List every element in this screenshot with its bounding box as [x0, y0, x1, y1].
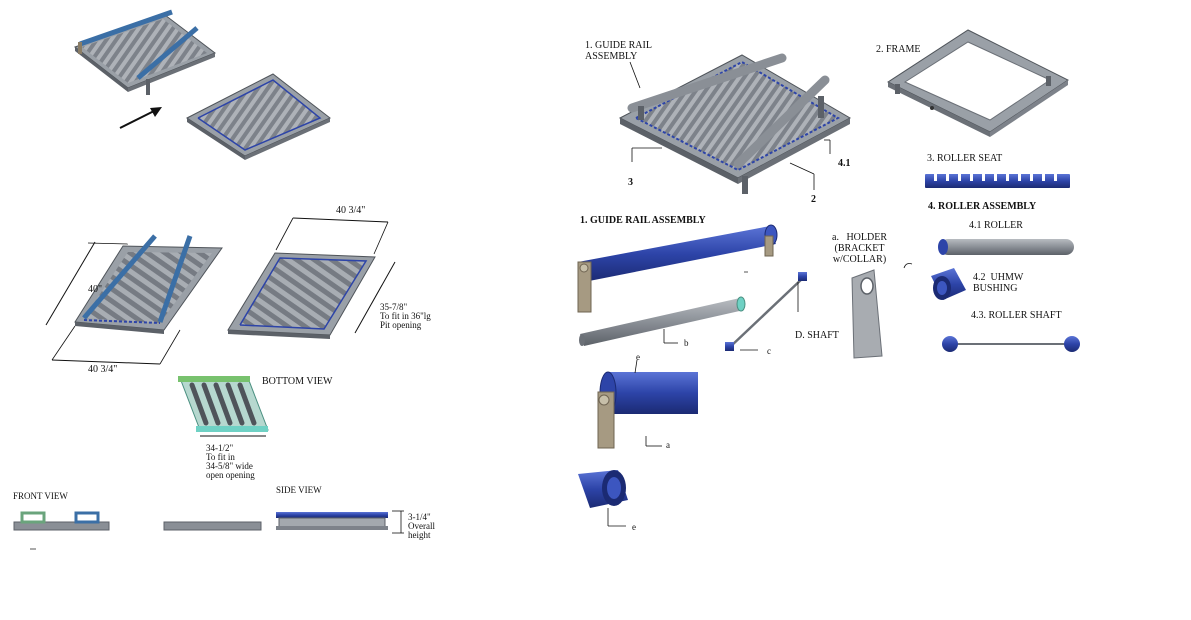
roller-part — [938, 239, 1074, 255]
shaft-label: D. SHAFT — [795, 330, 839, 341]
bushing-part — [903, 263, 966, 300]
front-view-label: FRONT VIEW — [13, 491, 68, 501]
grate-iso-with-guide-rails — [73, 9, 217, 95]
roller-seat-part — [925, 174, 1070, 188]
part-c-label: c — [767, 346, 771, 356]
guide-rail-detail — [577, 224, 778, 313]
holder-label: a. HOLDER (BRACKET w/COLLAR) — [832, 232, 887, 265]
arrow-right-icon — [119, 107, 162, 129]
side-view-label: SIDE VIEW — [276, 485, 322, 495]
dim-open-label: 34-1/2" To fit in 34-5/8" wide open open… — [206, 443, 255, 480]
grate-iso-plain — [186, 73, 331, 160]
dim-length-label: 40" — [88, 284, 103, 295]
main-assembly-iso — [618, 53, 852, 194]
frame-iso — [886, 29, 1069, 137]
guide-rail-pipe-part — [579, 296, 746, 346]
bushing-closeup — [578, 470, 628, 527]
front-view-drawing — [13, 511, 262, 550]
part-b-label: b — [684, 338, 689, 348]
dim-width-a-label: 40 3/4" — [88, 364, 118, 375]
grate-bottom-view — [178, 376, 269, 437]
dim-height-label: 3-1/4" Overall height — [408, 512, 435, 540]
roller-assembly-label: 4. ROLLER ASSEMBLY — [928, 201, 1037, 212]
guide-rail-title-label: 1. GUIDE RAIL ASSEMBLY — [585, 40, 652, 62]
roller-seat-label: 3. ROLLER SEAT — [927, 153, 1003, 164]
bottom-view-label: BOTTOM VIEW — [262, 376, 333, 387]
bushing-label: 4.2 UHMW BUSHING — [973, 272, 1024, 294]
holder-bracket-part — [851, 269, 883, 359]
guide-rail-assembly-label: 1. GUIDE RAIL ASSEMBLY — [580, 215, 706, 226]
grate-dimensioned-with-rails — [45, 234, 223, 365]
frame-label: 2. FRAME — [876, 44, 921, 55]
part-e-top-label: e — [636, 352, 640, 362]
guide-rail-shaft-part — [725, 272, 807, 351]
guide-rail-closeup — [597, 359, 698, 449]
grate-dimensioned-plain — [227, 217, 396, 339]
dim-pit-label: 35-7/8" To fit in 36"lg Pit opening — [380, 302, 431, 330]
roller-shaft-part — [942, 336, 1080, 352]
dim-width-b-label: 40 3/4" — [336, 205, 366, 216]
roller-shaft-label: 4.3. ROLLER SHAFT — [971, 310, 1062, 321]
side-view-drawing — [276, 510, 404, 534]
roller-label: 4.1 ROLLER — [969, 220, 1023, 231]
callout-2-label: 2 — [811, 194, 816, 205]
part-e-bottom-label: e — [632, 522, 636, 532]
callout-4-1-label: 4.1 — [838, 158, 851, 169]
callout-3-label: 3 — [628, 177, 633, 188]
part-a-label: a — [666, 440, 670, 450]
